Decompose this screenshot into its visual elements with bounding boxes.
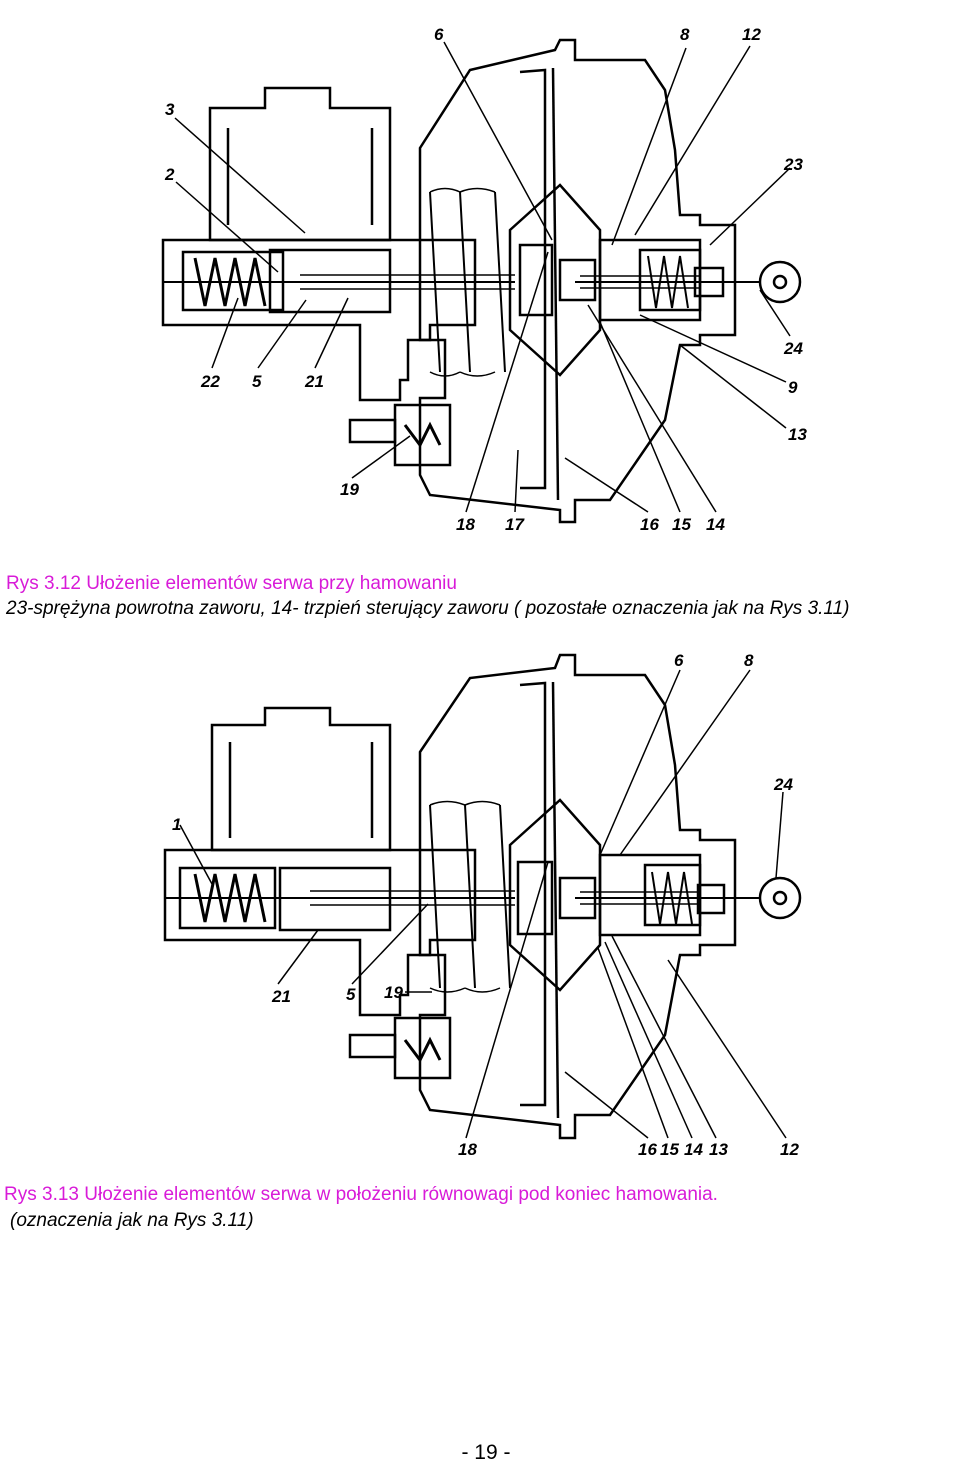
label-24: 24	[783, 339, 803, 358]
label-12: 12	[742, 25, 761, 44]
label-21: 21	[304, 372, 324, 391]
label-8: 8	[744, 651, 754, 670]
servo-diagram-braking: 3 2 22 5 21 19 18 17 16 15 14 13 9 24 23…	[161, 25, 807, 534]
page-number: - 19 -	[461, 1441, 511, 1464]
figure-caption-subtitle: (oznaczenia jak na Rys 3.11)	[10, 1210, 254, 1231]
label-22: 22	[200, 372, 220, 391]
label-13: 13	[709, 1140, 728, 1159]
label-5: 5	[252, 372, 262, 391]
label-16: 16	[638, 1140, 657, 1159]
label-23: 23	[783, 155, 803, 174]
label-15: 15	[672, 515, 691, 534]
label-5: 5	[346, 985, 356, 1004]
label-9: 9	[788, 378, 798, 397]
label-15: 15	[660, 1140, 679, 1159]
figure-caption-title: Rys 3.13 Ułożenie elementów serwa w poło…	[4, 1184, 718, 1205]
label-16: 16	[640, 515, 659, 534]
figure-caption-subtitle: 23-sprężyna powrotna zaworu, 14- trzpień…	[6, 598, 850, 619]
label-13: 13	[788, 425, 807, 444]
label-19: 19	[340, 480, 359, 499]
label-12: 12	[780, 1140, 799, 1159]
label-6: 6	[434, 25, 444, 44]
label-24: 24	[773, 775, 793, 794]
label-19: 19	[384, 983, 403, 1002]
label-18: 18	[458, 1140, 477, 1159]
label-21: 21	[271, 987, 291, 1006]
servo-diagram-equilibrium: 1 21 5 19 18 16 15 14 13 12 24 6 8	[163, 651, 802, 1159]
label-3: 3	[165, 100, 175, 119]
label-1: 1	[172, 815, 181, 834]
label-17: 17	[505, 515, 525, 534]
label-6: 6	[674, 651, 684, 670]
figure-caption-title: Rys 3.12 Ułożenie elementów serwa przy h…	[6, 573, 457, 594]
label-14: 14	[706, 515, 725, 534]
label-2: 2	[164, 165, 175, 184]
label-14: 14	[684, 1140, 703, 1159]
label-18: 18	[456, 515, 475, 534]
label-8: 8	[680, 25, 690, 44]
